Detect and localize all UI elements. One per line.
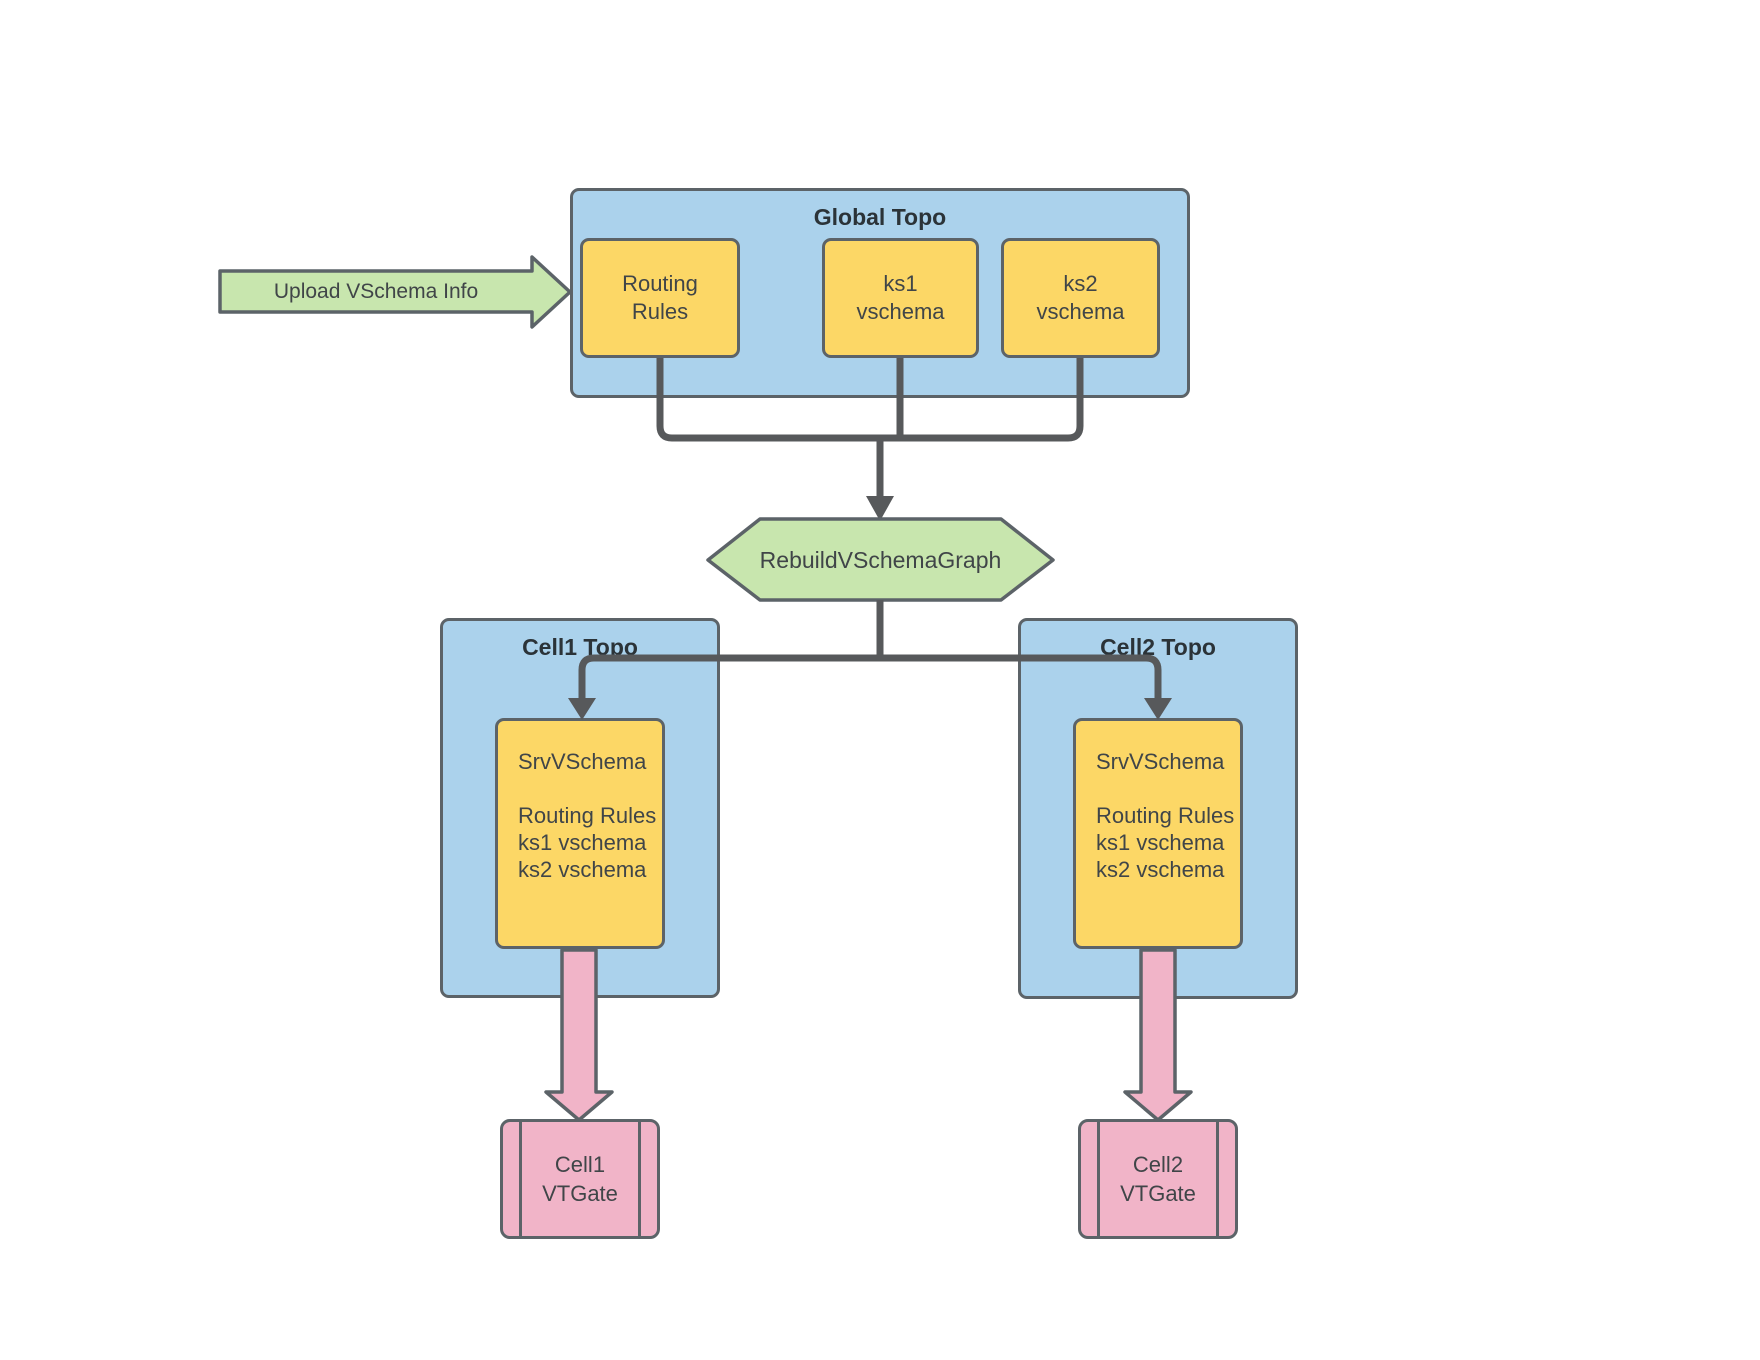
cell1-topo-title: Cell1 Topo	[522, 634, 638, 660]
cell1-vtgate-node: Cell1 VTGate	[500, 1119, 660, 1239]
upload-arrow-label: Upload VSchema Info	[273, 280, 479, 303]
cell2-srvvschema-node: SrvVSchema Routing Rules ks1 vschema ks2…	[1073, 718, 1243, 949]
vtgate-right-bar	[638, 1122, 641, 1236]
cell2-topo-title: Cell2 Topo	[1100, 634, 1216, 660]
vtgate-left-bar	[1097, 1122, 1100, 1236]
upload-arrow-shape	[218, 255, 572, 329]
ks2-vschema-node: ks2 vschema	[1001, 238, 1160, 358]
ks1-vschema-node: ks1 vschema	[822, 238, 979, 358]
cell1-srvvschema-node: SrvVSchema Routing Rules ks1 vschema ks2…	[495, 718, 665, 949]
routing-rules-node: Routing Rules	[580, 238, 740, 358]
global-topo-title: Global Topo	[813, 204, 947, 230]
rebuild-hexagon-label: RebuildVSchemaGraph	[759, 546, 1002, 573]
cell2-vtgate-label: Cell2 VTGate	[1120, 1152, 1196, 1206]
cell2-vtgate-node: Cell2 VTGate	[1078, 1119, 1238, 1239]
vtgate-left-bar	[519, 1122, 522, 1236]
rebuild-hexagon-shape	[706, 517, 1055, 602]
vtgate-right-bar	[1216, 1122, 1219, 1236]
cell1-vtgate-label: Cell1 VTGate	[542, 1152, 618, 1206]
arrowhead-to-rebuild	[866, 496, 894, 521]
